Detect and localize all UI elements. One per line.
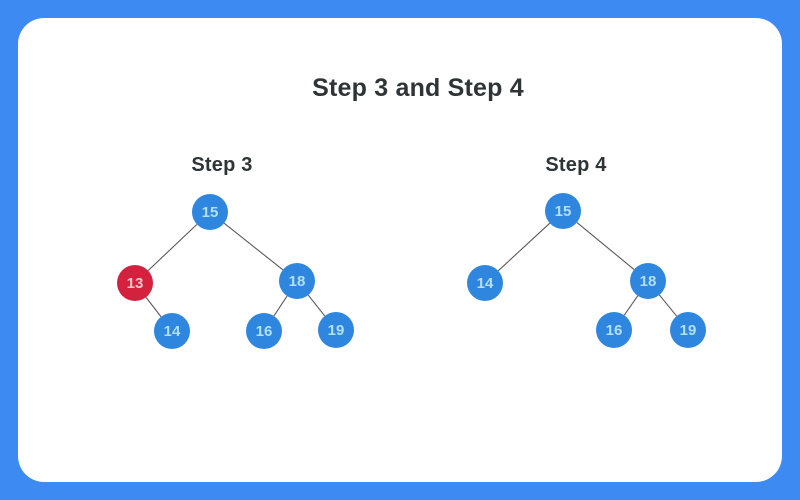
tree-edge (623, 295, 639, 316)
tree-node-13-highlighted[interactable]: 13 (117, 265, 153, 301)
tree-node-19[interactable]: 19 (318, 312, 354, 348)
tree-edge (497, 222, 551, 272)
tree-node-18[interactable]: 18 (630, 263, 666, 299)
panel-title-step-3: Step 3 (191, 154, 253, 176)
page-title: Step 3 and Step 4 (312, 74, 524, 102)
tree-edge (273, 295, 288, 317)
tree-node-18[interactable]: 18 (279, 263, 315, 299)
tree-node-15[interactable]: 15 (192, 194, 228, 230)
tree-node-14[interactable]: 14 (154, 313, 190, 349)
tree-edge (145, 296, 162, 318)
tree-edge (223, 222, 284, 271)
tree-node-15[interactable]: 15 (545, 193, 581, 229)
tree-node-14[interactable]: 14 (467, 265, 503, 301)
panel-title-step-4: Step 4 (545, 154, 607, 176)
tree-node-19[interactable]: 19 (670, 312, 706, 348)
tree-edge (307, 294, 326, 317)
tree-edge (147, 223, 198, 272)
tree-edge (576, 222, 635, 270)
tree-edge (658, 294, 678, 317)
tree-node-16[interactable]: 16 (246, 313, 282, 349)
tree-node-16[interactable]: 16 (596, 312, 632, 348)
